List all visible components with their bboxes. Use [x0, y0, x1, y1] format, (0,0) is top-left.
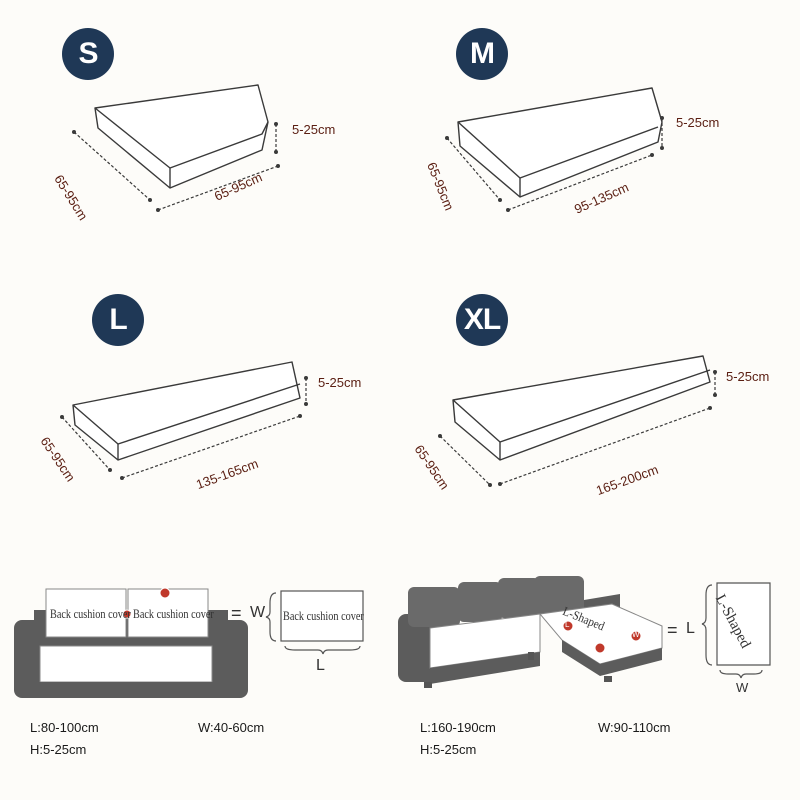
back-cushion-label-left: Back cushion cover [50, 607, 131, 621]
back-cushion-spec-height: H:5-25cm [30, 742, 87, 757]
two-seat-sofa-drawing [14, 587, 248, 698]
cushion-s-drawing [94, 84, 269, 189]
back-cushion-cover-drawing [265, 590, 364, 655]
size-badge-s: S [62, 28, 114, 80]
l-shaped-marker-w: W [632, 630, 640, 639]
xl-height-label: 5-25cm [726, 369, 770, 384]
back-cushion-cover-label: Back cushion cover [283, 609, 364, 623]
back-cushion-label-right: Back cushion cover [133, 607, 214, 621]
l-shaped-spec-width: W:90-110cm [598, 720, 671, 735]
l-shaped-cover-drawing [701, 582, 771, 679]
size-badge-l: L [92, 294, 144, 346]
l-shaped-spec-length: L:160-190cm [420, 720, 496, 735]
s-height-label: 5-25cm [292, 122, 336, 137]
back-cushion-l-label: L [316, 657, 325, 674]
back-cushion-spec-width: W:40-60cm [198, 720, 265, 735]
l-shaped-sofa-drawing [398, 576, 663, 688]
size-badge-xl: XL [456, 294, 508, 346]
cushion-m-drawing [457, 87, 663, 198]
back-cushion-equals: = [231, 603, 242, 623]
cushion-xl-drawing [452, 355, 711, 461]
l-shaped-spec-height: H:5-25cm [420, 742, 477, 757]
back-cushion-spec-length: L:80-100cm [30, 720, 99, 735]
l-shaped-equals: = [667, 620, 678, 640]
l-height-label: 5-25cm [318, 375, 362, 390]
m-height-label: 5-25cm [676, 115, 720, 130]
l-shaped-marker-l: L [565, 620, 570, 629]
l-shaped-w-label: W [736, 680, 749, 695]
size-badge-m: M [456, 28, 508, 80]
cushion-l-drawing [72, 361, 301, 461]
back-cushion-w-label: W [250, 604, 266, 621]
l-shaped-l-label: L [686, 620, 695, 637]
